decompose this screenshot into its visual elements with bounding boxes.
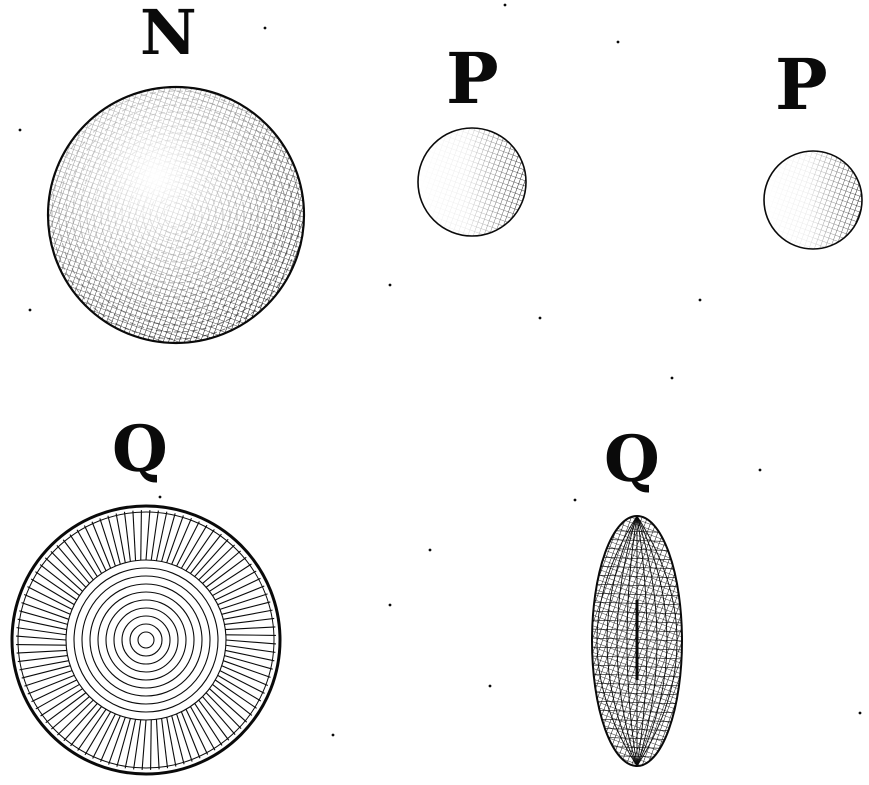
sphere-p-right <box>764 151 862 249</box>
label-p-left: P <box>446 44 499 114</box>
sphere-n <box>48 87 304 343</box>
label-p-right: P <box>775 50 828 120</box>
disc-q-face <box>12 506 280 774</box>
label-q-left: Q <box>112 418 168 482</box>
label-q-right: Q <box>604 428 660 492</box>
label-n: N <box>140 2 197 64</box>
disc-q-edge <box>590 516 684 766</box>
sphere-p-left <box>418 128 526 236</box>
